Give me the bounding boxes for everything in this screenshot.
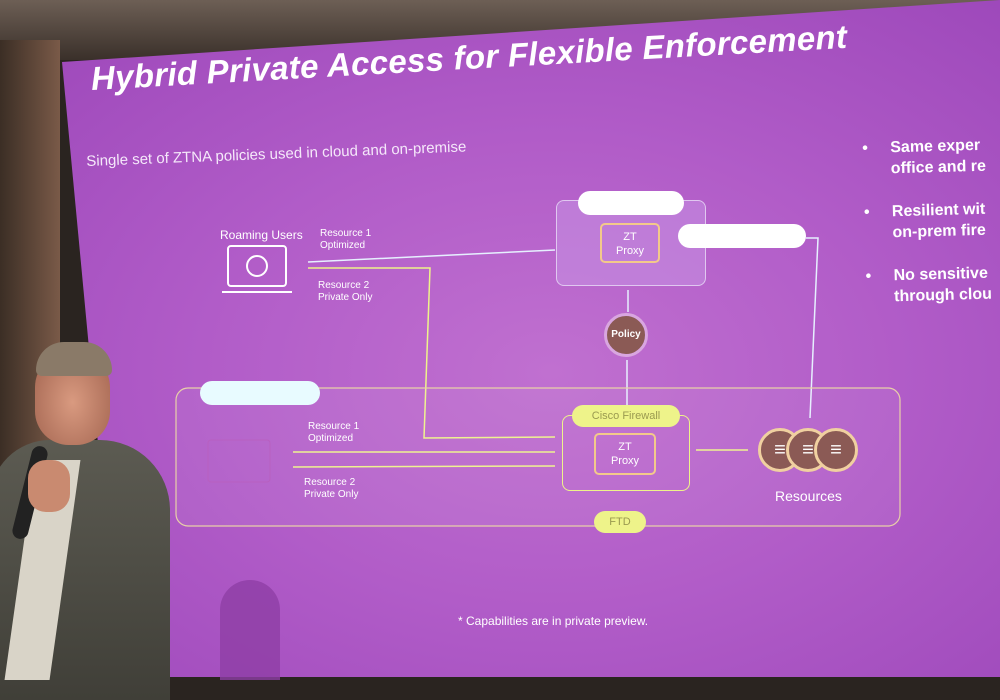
office-label-pill [200,381,320,405]
proxy-label: Proxy [615,245,645,257]
flow-mode: Optimized [320,240,366,251]
cloud-to-resources-line [806,237,819,419]
cloud-label-pill [578,191,684,215]
roaming-users-label: Roaming Users [220,228,303,242]
cloud-zt-proxy: ZT Proxy [600,223,660,263]
flow-name: Resource 2 [304,477,356,488]
speaker-hair [36,342,112,376]
footnote: * Capabilities are in private preview. [458,614,649,628]
flow-mode: Private Only [304,489,359,500]
office-boundary [175,387,901,527]
firewall-label: Cisco Firewall [572,405,680,427]
laptop-icon [222,245,292,293]
proxy-label: Proxy [610,455,640,467]
projected-slide [62,0,1000,677]
diagram-connectors [175,237,901,527]
database-icon: ≡ [814,428,858,472]
ftd-label: FTD [594,511,646,533]
remote-resource1-line [307,249,556,263]
flow-mode: Private Only [318,292,373,303]
cloud-connector-pill [678,224,806,248]
flow-name: Resource 2 [318,280,370,291]
proxy-label: ZT [623,231,637,243]
remote-resource2-line [308,267,556,439]
office-resource2-line [292,465,556,468]
flow-name: Resource 1 [320,228,372,239]
flow-mode: Optimized [308,433,354,444]
proxy-label: ZT [618,441,632,453]
office-laptop-icon [207,439,271,483]
speaker-hand [28,460,70,512]
flow-name: Resource 1 [308,421,360,432]
audience-shadow [220,580,280,680]
resources-label: Resources [775,488,842,504]
onprem-zt-proxy: ZT Proxy [594,433,656,475]
policy-node: Policy [604,313,648,357]
